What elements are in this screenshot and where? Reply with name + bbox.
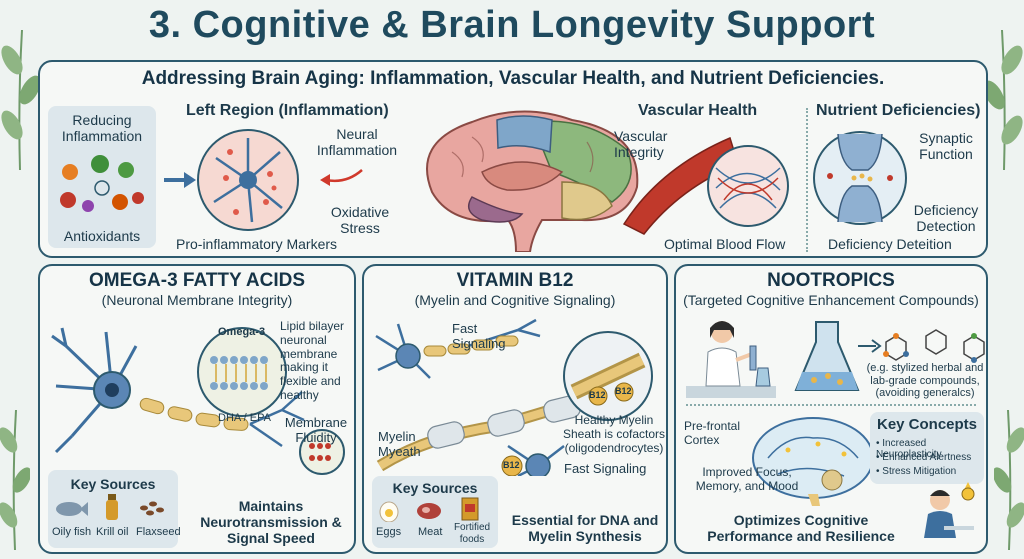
reducing-inflammation-label: Reducing Inflammation — [61, 112, 143, 145]
deficiency-deteition-label: Deficiency Deteition — [828, 236, 952, 252]
omega3-subtitle: (Neuronal Membrane Integrity) — [101, 292, 293, 308]
nootropics-example-label: (e.g. stylized herbal and lab-grade comp… — [866, 362, 984, 400]
page-title: 3. Cognitive & Brain Longevity Support — [148, 4, 876, 46]
leaf-decoration-right-icon — [984, 29, 1023, 170]
leaf-decoration-left-icon — [1, 29, 40, 170]
source-oily-fish: Oily fish — [52, 526, 92, 538]
b12-panel: VITAMIN B12 (Myelin and Cognitive Signal… — [362, 264, 668, 554]
neural-inflammation-label: Neural Inflammation — [316, 126, 398, 159]
synapse-icon — [813, 131, 907, 225]
brain-icon — [426, 110, 639, 252]
source-fortified-foods: Fortified foods — [453, 522, 491, 545]
vascular-integrity-label: Vascular Integrity — [614, 128, 668, 161]
left-region-label: Left Region (Inflammation) — [186, 102, 389, 119]
fish-icon — [56, 502, 88, 516]
inflammation-neuron-icon — [197, 129, 299, 231]
flask-icon — [794, 321, 860, 391]
dha-epa-label: DHA / EPA — [218, 412, 271, 424]
leaf-decoration-bottom-right-icon — [994, 409, 1024, 550]
pro-inflammatory-markers-label: Pro-inflammatory Markers — [176, 236, 338, 252]
top-panel: Addressing Brain Aging: Inflammation, Va… — [38, 60, 988, 258]
optimizes-label: Optimizes Cognitive Performance and Resi… — [707, 512, 895, 545]
source-meat: Meat — [418, 526, 443, 538]
egg-icon — [379, 501, 399, 522]
leaf-decoration-bottom-left-icon — [0, 409, 30, 550]
omega3-maintains-label: Maintains Neurotransmission & Signal Spe… — [200, 498, 342, 547]
concept-stress: • Stress Mitigation — [876, 466, 957, 477]
person-idea-icon — [924, 482, 975, 538]
blood-vessel-icon — [622, 136, 789, 235]
prefrontal-cortex-label: Pre-frontal Cortex — [684, 419, 741, 447]
myelin-myeath-label: Myelin Myeath — [378, 429, 421, 459]
scientist-icon — [686, 321, 776, 398]
deficiency-detection-label: Deficiency Detection — [913, 202, 979, 235]
molecules-icon — [858, 329, 985, 363]
myelin-axon-icon — [375, 318, 653, 476]
oxidative-stress-label: Oxidative Stress — [330, 204, 390, 237]
omega3-title: OMEGA-3 FATTY ACIDS — [88, 270, 306, 291]
b12-title: VITAMIN B12 — [456, 270, 574, 291]
omega3-key-sources-title: Key Sources — [70, 476, 156, 492]
key-concepts-box — [870, 412, 984, 484]
nutrient-deficiencies-label: Nutrient Deficiencies) — [816, 102, 981, 119]
antioxidant-foods-icon — [60, 155, 144, 212]
b12-essential-label: Essential for DNA and Myelin Synthesis — [511, 512, 659, 545]
b12-badge-3: B12 — [503, 460, 520, 470]
krill-oil-icon — [106, 494, 118, 520]
optimal-blood-flow-label: Optimal Blood Flow — [664, 236, 786, 252]
meat-icon — [417, 503, 441, 519]
improved-focus-label: Improved Focus, Memory, and Mood — [695, 465, 799, 493]
arrow-right-icon — [164, 172, 196, 188]
fortified-foods-icon — [461, 497, 479, 521]
nootropics-panel: NOOTROPICS (Targeted Cognitive Enhanceme… — [674, 264, 988, 554]
synaptic-function-label: Synaptic Function — [919, 130, 973, 163]
concept-neuroplasticity: • Increased Neuroplasticity — [876, 438, 942, 460]
b12-badge-2: B12 — [615, 386, 632, 396]
divider — [806, 108, 808, 252]
concept-alertness: • Enhanced Alertness — [876, 452, 972, 463]
nootropics-subtitle: (Targeted Cognitive Enhancement Compound… — [683, 292, 979, 308]
source-flaxseed: Flaxseed — [136, 526, 181, 538]
neuron-icon — [51, 327, 345, 475]
vascular-health-label: Vascular Health — [638, 102, 758, 119]
nootropics-divider — [686, 404, 976, 406]
red-arrow-icon — [320, 169, 363, 186]
b12-subtitle: (Myelin and Cognitive Signaling) — [414, 292, 616, 308]
fast-signaling-top-label: Fast Signaling — [452, 321, 506, 351]
fast-signaling-bottom-label: Fast Signaling — [564, 461, 647, 476]
source-krill-oil: Krill oil — [96, 526, 129, 538]
omega3-bubble-label: Omega-3 — [218, 326, 266, 338]
top-panel-heading: Addressing Brain Aging: Inflammation, Va… — [141, 68, 885, 89]
b12-key-sources-title: Key Sources — [392, 480, 478, 496]
nootropics-title: NOOTROPICS — [767, 270, 895, 291]
flaxseed-icon — [140, 501, 164, 516]
membrane-fluidity-label: Membrane Fluidity — [284, 415, 348, 445]
b12-badge-1: B12 — [589, 390, 606, 400]
omega3-panel: OMEGA-3 FATTY ACIDS (Neuronal Membrane I… — [38, 264, 356, 554]
source-eggs: Eggs — [376, 526, 402, 538]
antioxidants-label: Antioxidants — [63, 228, 141, 244]
key-concepts-title: Key Concepts — [876, 416, 978, 433]
healthy-myelin-label: Healthy Myelin Sheath is cofactors (olig… — [562, 413, 666, 455]
lipid-bilayer-label: Lipid bilayer neuronal membrane making i… — [280, 319, 345, 402]
